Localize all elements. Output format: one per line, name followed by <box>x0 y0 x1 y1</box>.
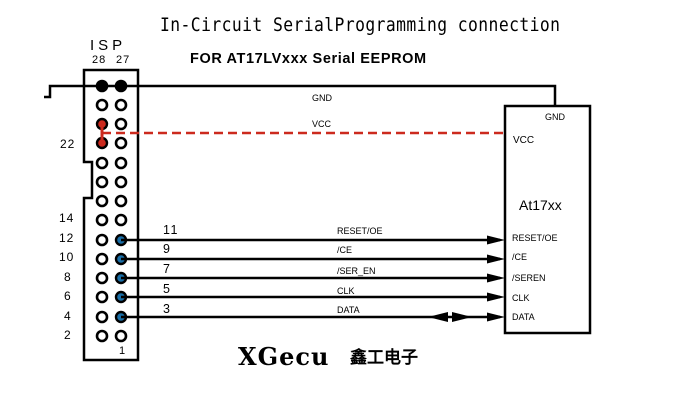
signal-pin-5: 5 <box>163 282 172 296</box>
brand-logo-text: XGecu <box>238 342 330 371</box>
isp-pin-27-label: 27 <box>116 54 131 66</box>
isp-pin-10-label: 10 <box>59 250 75 264</box>
isp-pin-22-label: 22 <box>60 137 76 151</box>
chip-pin-vcc: VCC <box>513 135 535 146</box>
isp-pin <box>95 310 109 324</box>
gnd-wire-label: GND <box>312 93 332 103</box>
signal-arrow-head <box>487 254 505 264</box>
chip-pin-reset: RESET/OE <box>512 233 558 243</box>
signal-label-data: DATA <box>337 305 360 315</box>
diagram-subtitle: FOR AT17LVxxx Serial EEPROM <box>190 51 427 67</box>
signal-arrow-head <box>487 312 505 322</box>
isp-pin <box>95 213 109 227</box>
isp-pin <box>114 136 128 150</box>
at17-chip-body <box>503 104 592 335</box>
chip-pin-gnd: GND <box>545 112 565 122</box>
isp-pin-12-label: 12 <box>59 231 75 245</box>
chip-pin-ce: /CE <box>512 252 528 262</box>
isp-pin-14-label: 14 <box>59 211 75 225</box>
signal-pin-9: 9 <box>163 242 172 256</box>
isp-pin <box>95 252 109 266</box>
isp-pin-28-label: 28 <box>92 54 107 66</box>
isp-pin <box>95 290 109 304</box>
isp-pin-4-label: 4 <box>64 309 72 323</box>
isp-pin <box>95 156 109 170</box>
data-bidirectional-arrow <box>452 312 472 322</box>
signal-pin-7: 7 <box>163 262 172 276</box>
isp-pin-6-label: 6 <box>64 289 72 303</box>
brand-chinese-name: 鑫工电子 <box>350 348 418 367</box>
chip-pin-clk: CLK <box>512 293 530 303</box>
isp-pin <box>95 233 109 247</box>
signal-arrow-head <box>487 273 505 283</box>
isp-pin <box>114 117 128 131</box>
isp-pin <box>95 98 109 112</box>
isp-pin <box>95 329 109 343</box>
gnd-wire <box>44 84 557 106</box>
isp-label: ISP <box>90 37 127 54</box>
isp-connector-outline <box>82 68 140 362</box>
signal-label-clk: CLK <box>337 286 355 296</box>
chip-pin-seren: /SEREN <box>512 273 546 283</box>
vcc-wire-label: VCC <box>312 119 332 129</box>
signal-label-seren: /SER_EN <box>337 266 376 276</box>
signal-pin-11: 11 <box>163 223 179 237</box>
signal-arrow-head <box>487 235 505 245</box>
isp-pin-8-label: 8 <box>64 270 72 284</box>
isp-pin <box>95 175 109 189</box>
isp-pin <box>114 175 128 189</box>
signal-arrow-head <box>487 292 505 302</box>
isp-pin <box>114 194 128 208</box>
chip-pin-data: DATA <box>512 312 535 322</box>
isp-pin <box>95 194 109 208</box>
isp-pin <box>114 156 128 170</box>
isp-pin <box>114 329 128 343</box>
diagram-title: In-Circuit SerialProgramming connection <box>160 14 561 36</box>
isp-pin <box>95 271 109 285</box>
signal-label-ce: /CE <box>337 245 353 255</box>
data-bidirectional-arrow <box>428 312 448 322</box>
isp-pin-grid <box>95 79 128 343</box>
isp-pin-2-label: 2 <box>64 328 72 342</box>
isp-pin <box>114 98 128 112</box>
chip-name: At17xx <box>519 197 562 213</box>
signal-wires <box>121 235 505 322</box>
isp-pin-1-label: 1 <box>119 345 127 357</box>
isp-pin <box>114 213 128 227</box>
signal-label-reset: RESET/OE <box>337 226 383 236</box>
signal-pin-3: 3 <box>163 302 172 316</box>
